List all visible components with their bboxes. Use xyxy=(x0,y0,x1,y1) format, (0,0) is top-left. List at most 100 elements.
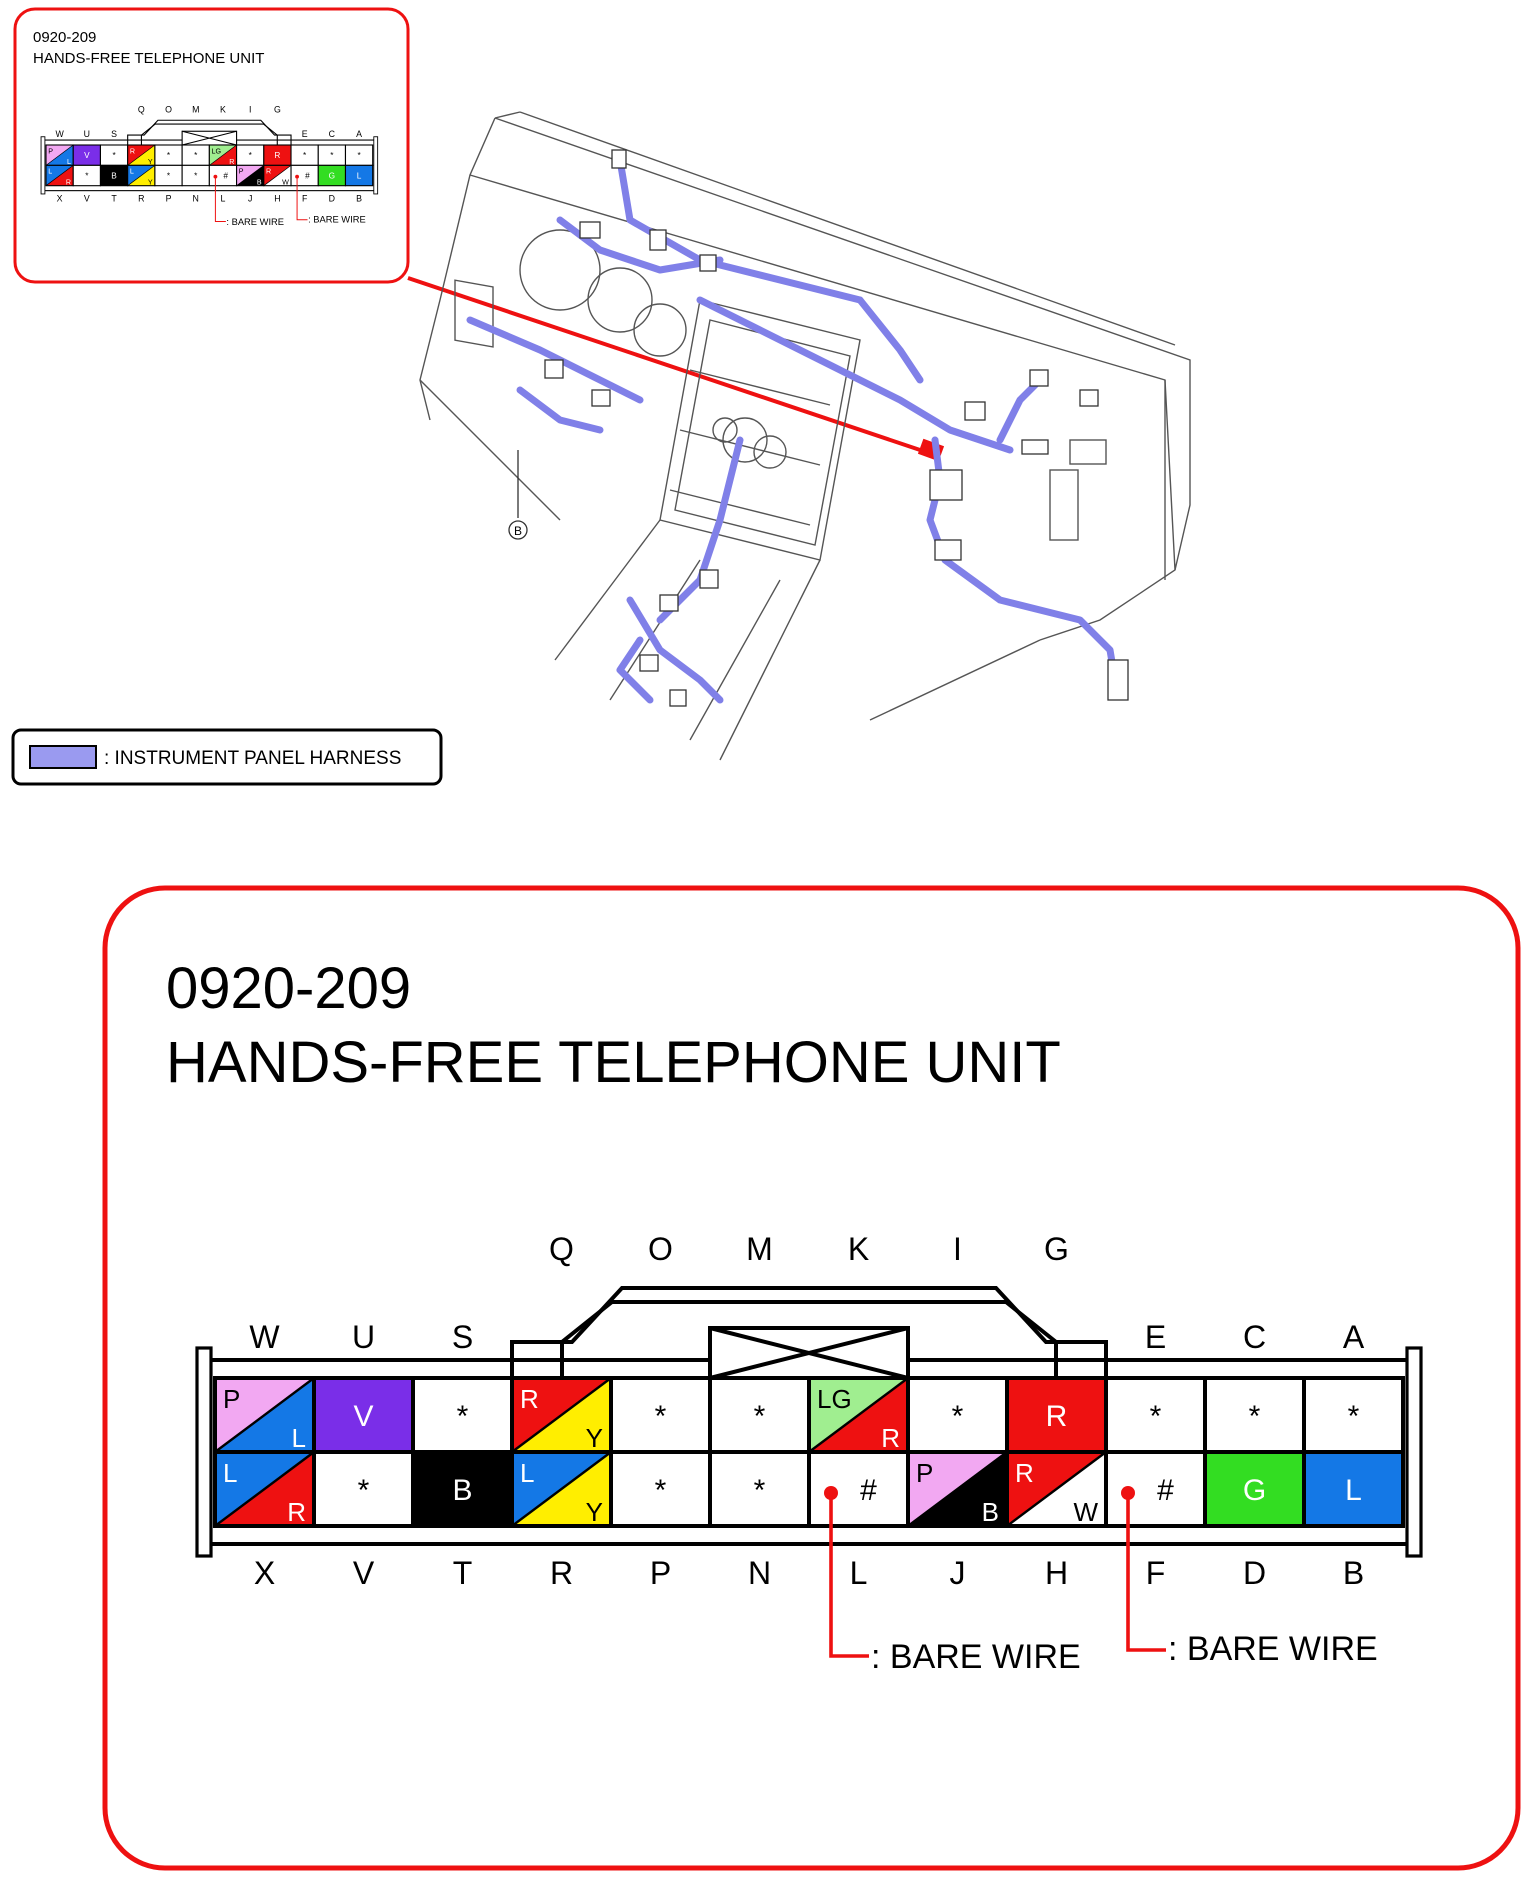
pin-fill xyxy=(318,145,346,166)
pin-symbol: * xyxy=(112,151,116,160)
pin-label-bottom: H xyxy=(1045,1555,1068,1591)
legend-swatch xyxy=(29,745,97,769)
connector-pin: L xyxy=(1302,1450,1405,1528)
pin-fill xyxy=(318,165,346,186)
pin-fill xyxy=(413,1378,512,1452)
connector-pin: # xyxy=(290,164,319,187)
pin-wire-color-stripe: B xyxy=(982,1497,999,1527)
pin-symbol: # xyxy=(860,1474,877,1507)
pin-fill xyxy=(73,145,101,166)
connector-pin: LR xyxy=(213,1450,316,1528)
pin-symbol: * xyxy=(249,151,253,160)
pin-label-upper: G xyxy=(1044,1231,1069,1267)
pin-wire-color: R xyxy=(274,151,280,160)
locator-circle xyxy=(508,520,528,540)
connector-pin: * xyxy=(609,1376,712,1454)
pin-label-bottom: R xyxy=(550,1555,573,1591)
connector-pin: * xyxy=(181,144,210,166)
connector-pin: V xyxy=(312,1376,415,1454)
connector-lock-inner xyxy=(140,123,278,145)
connector-rail-left xyxy=(40,136,46,195)
pin-label-top: U xyxy=(84,129,90,139)
connector-lock-outer xyxy=(510,1286,1108,1378)
pin-label-top: C xyxy=(329,129,336,139)
connector-pin: RY xyxy=(510,1376,613,1454)
pin-wire-color-stripe: R xyxy=(881,1423,900,1453)
connector-pin: # xyxy=(807,1450,910,1528)
connector-pin: # xyxy=(208,164,238,187)
pin-divider xyxy=(808,1377,909,1453)
connector-key-cross xyxy=(709,1326,909,1380)
connector-pin: PB xyxy=(236,164,265,186)
connector-rail-left xyxy=(195,1346,213,1558)
pin-label-upper: O xyxy=(648,1231,673,1267)
connector-pin: L xyxy=(344,164,374,187)
pin-label-top: A xyxy=(356,129,362,139)
pin-fill xyxy=(1304,1452,1403,1526)
pin-fill xyxy=(209,165,237,186)
harness-legend: : INSTRUMENT PANEL HARNESS xyxy=(11,728,443,786)
pin-divider xyxy=(214,1451,315,1527)
connector-lock-inner xyxy=(560,1300,1058,1378)
connector-pin: * xyxy=(312,1450,415,1528)
pin-symbol: * xyxy=(85,171,89,180)
connector-pin: B xyxy=(99,164,129,187)
pin-fill xyxy=(345,145,373,166)
pin-wire-color-stripe: B xyxy=(257,178,262,186)
pin-label-bottom: F xyxy=(1146,1555,1166,1591)
pin-label-upper: M xyxy=(746,1231,773,1267)
pin-divider xyxy=(511,1377,612,1453)
pin-border xyxy=(344,164,374,187)
connector-name: HANDS-FREE TELEPHONE UNIT xyxy=(166,1030,1061,1095)
pin-wire-color-stripe: L xyxy=(292,1423,306,1453)
pin-symbol: * xyxy=(303,151,307,160)
pin-wire-color-primary: L xyxy=(520,1458,534,1488)
pin-label-top: U xyxy=(352,1319,375,1355)
connector-rail-right xyxy=(373,136,379,195)
pin-fill xyxy=(291,145,319,166)
pin-symbol: * xyxy=(754,1474,766,1507)
small-callout-box: 0920-209 HANDS-FREE TELEPHONE UNIT PLV*R… xyxy=(13,7,410,284)
pin-fill xyxy=(908,1378,1007,1452)
harness-connectors xyxy=(544,149,1129,707)
pin-label-bottom: P xyxy=(650,1555,671,1591)
pin-symbol: * xyxy=(167,151,171,160)
connector-pin: RW xyxy=(1005,1450,1108,1528)
connector-pin: R xyxy=(263,144,292,166)
pin-fill xyxy=(182,145,210,166)
connector-pin: B xyxy=(411,1450,514,1528)
pin-wire-color-primary: P xyxy=(223,1384,240,1414)
connector-pin: LR xyxy=(45,164,74,186)
bare-wire-leader-f xyxy=(1126,1493,1166,1652)
pin-fill xyxy=(413,1452,512,1526)
pin-fill xyxy=(710,1378,809,1452)
bare-wire-leader-l xyxy=(829,1493,869,1658)
pin-label-top: E xyxy=(1145,1319,1166,1355)
pin-label-upper: G xyxy=(274,105,281,115)
pin-label-bottom: B xyxy=(1343,1555,1364,1591)
pin-label-upper: Q xyxy=(549,1231,574,1267)
connector-pin: * xyxy=(99,144,129,166)
pin-wire-color-stripe: Y xyxy=(586,1497,603,1527)
instrument-panel-drawing xyxy=(419,111,1191,761)
pin-divider xyxy=(45,144,74,166)
pin-label-bottom: F xyxy=(302,194,308,204)
connector-pin: * xyxy=(344,144,374,166)
pin-label-top: S xyxy=(111,129,117,139)
pin-border xyxy=(1302,1450,1405,1528)
connector-pin: * xyxy=(1104,1376,1207,1454)
pin-divider xyxy=(127,165,156,186)
pin-fill xyxy=(182,165,210,186)
connector-pin: # xyxy=(1104,1450,1207,1528)
pin-wire-color: L xyxy=(357,171,362,180)
pin-wire-color-stripe: Y xyxy=(586,1423,603,1453)
pin-symbol: * xyxy=(330,151,334,160)
pin-fill xyxy=(263,145,292,166)
pin-fill xyxy=(1205,1452,1304,1526)
pin-fill xyxy=(73,165,101,186)
pin-label-top: A xyxy=(1343,1319,1365,1355)
legend-label: : INSTRUMENT PANEL HARNESS xyxy=(104,748,401,769)
pin-wire-color-stripe: Y xyxy=(148,158,153,166)
pin-label-top: E xyxy=(302,129,308,139)
